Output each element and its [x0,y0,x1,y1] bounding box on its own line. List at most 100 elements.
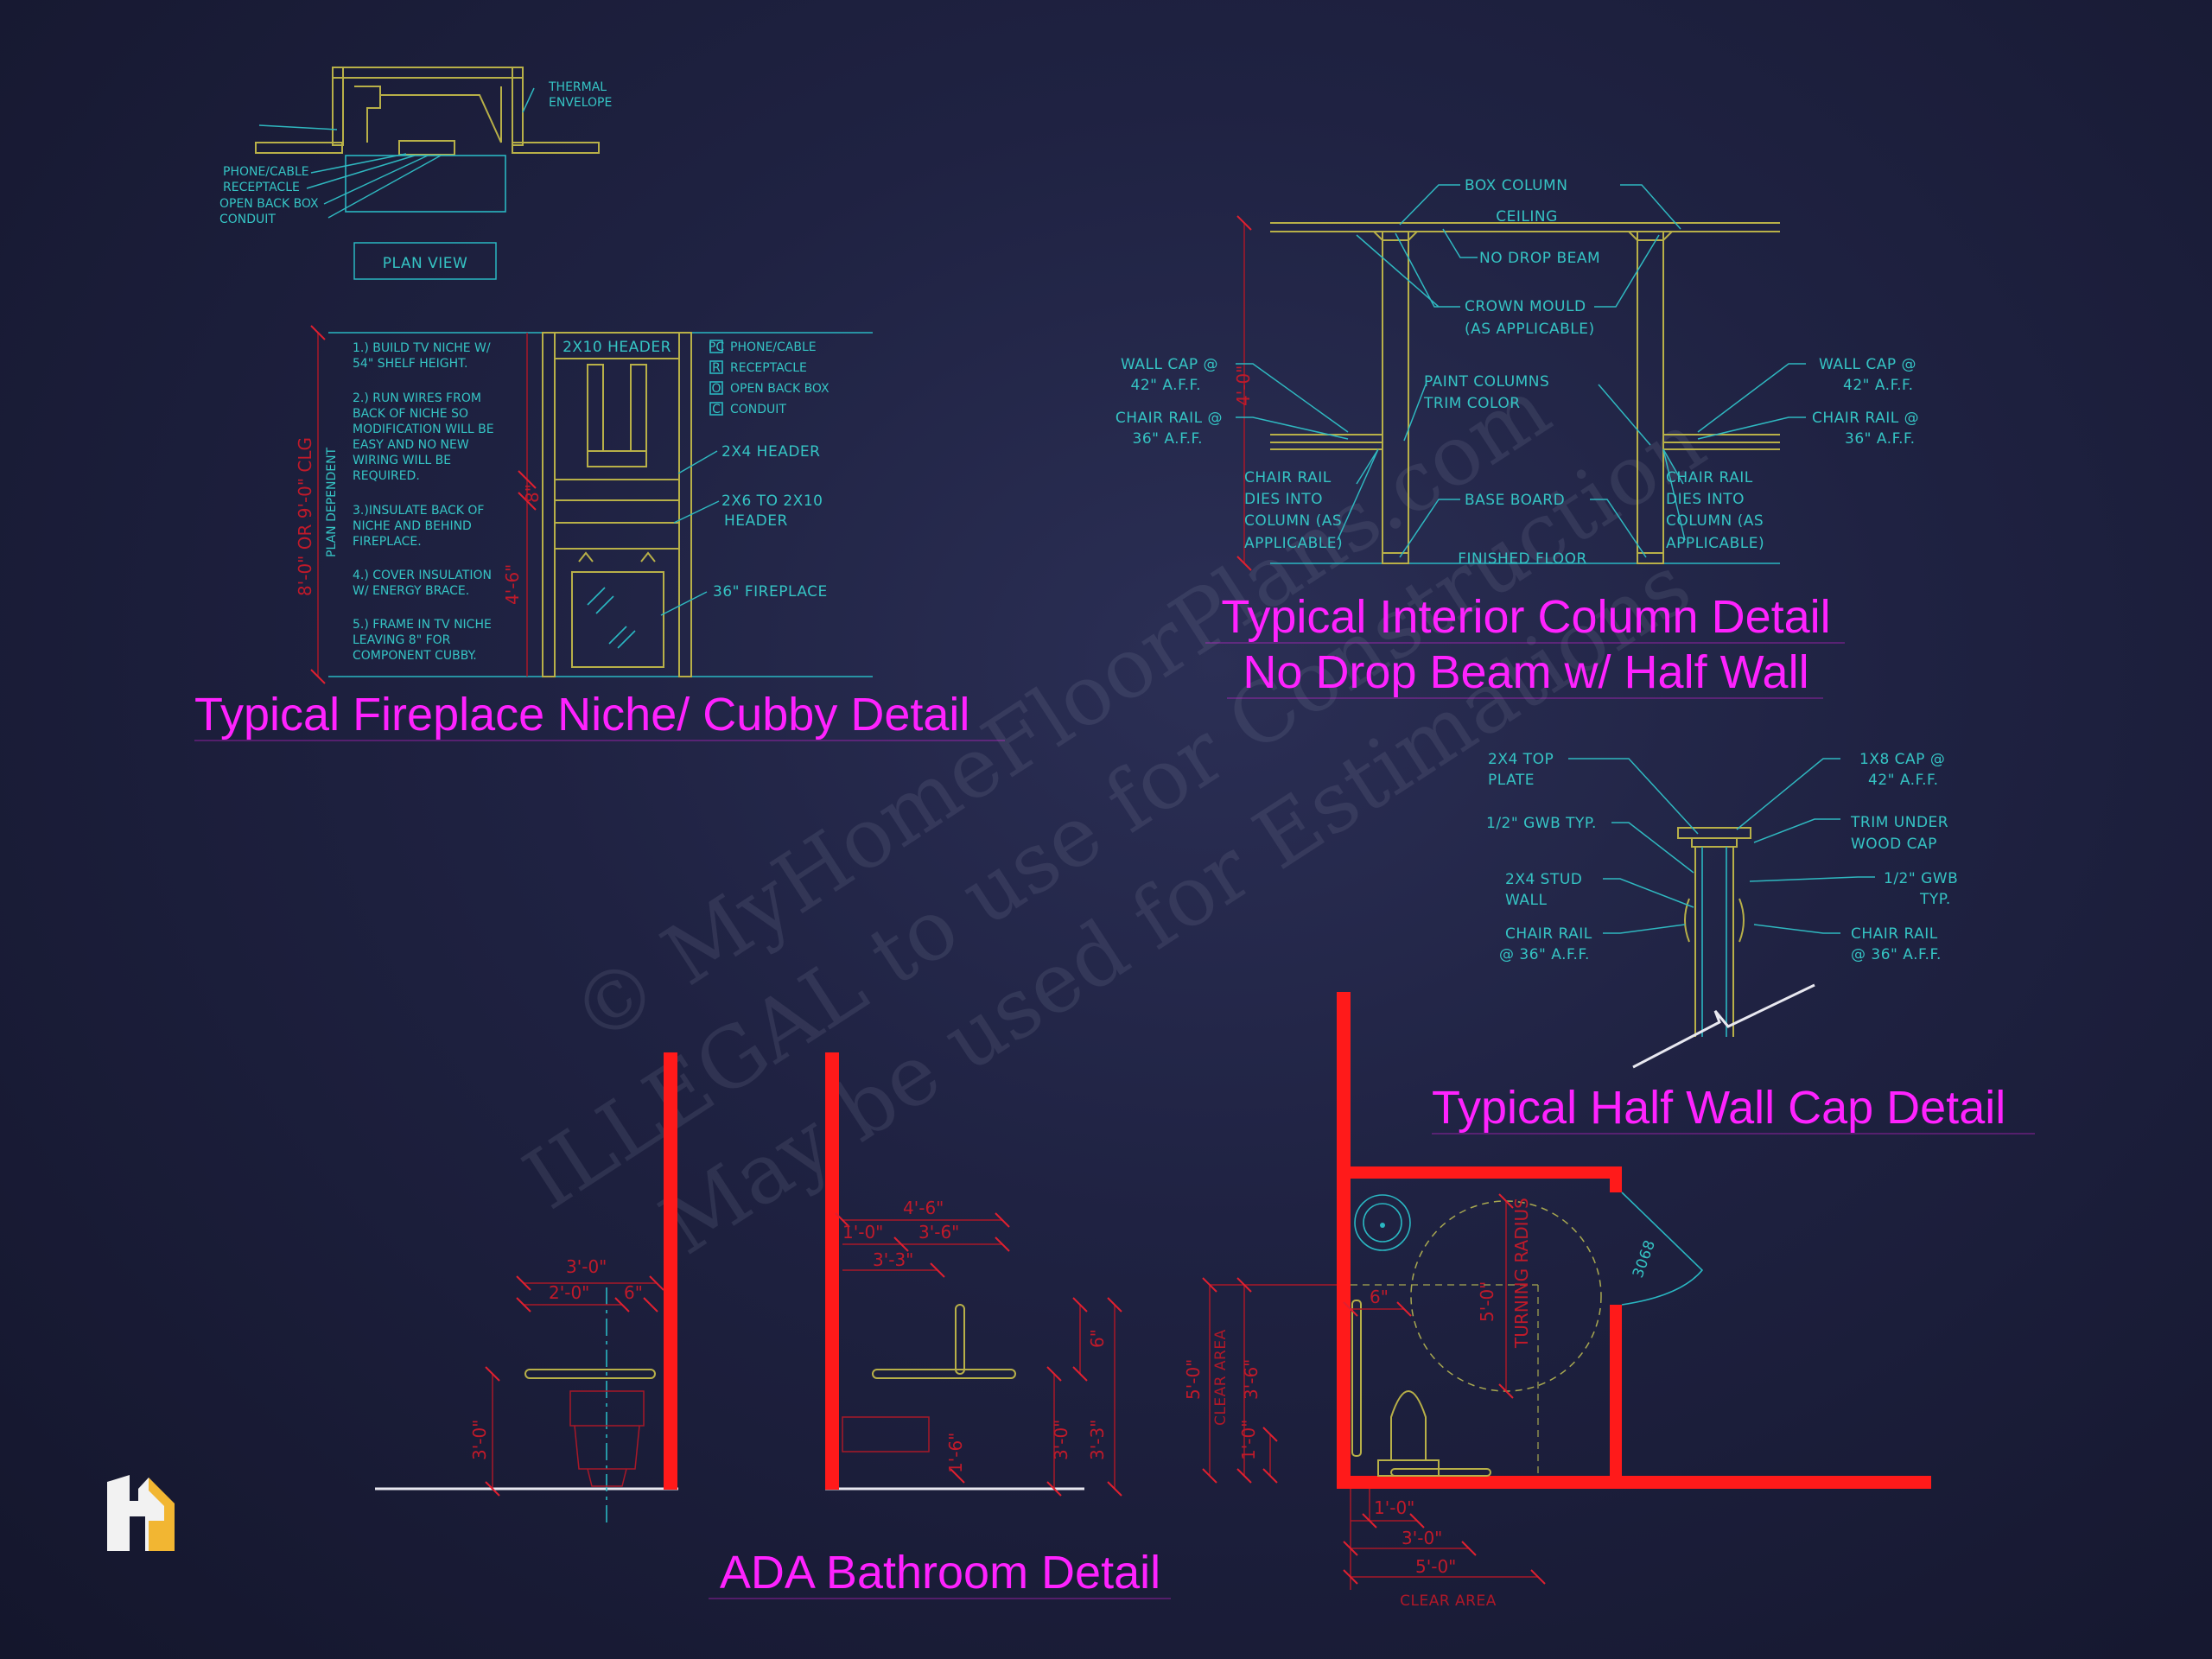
ada-elevation-2: 4'-6" 1'-0" 3'-6" 3'-3" 6" 3'-0" 3'-3" 1… [825,1052,1122,1497]
ada-plan: 3068 TURNING RADIUS 5'-0" 6" 5'-0" CL [1183,992,1931,1610]
ada-elevation-1: 3'-0" 2'-0" 6" 3'-0" [375,1052,678,1525]
fireplace-dim-height: 8'-0" OR 9'-0" CLG [295,437,315,596]
note-line: COMPONENT CUBBY. [353,649,477,663]
column-dim-4: 4'-0" [1233,365,1254,406]
crown-mould-label-2: (AS APPLICABLE) [1465,321,1595,338]
wall-cap-right-2: 42" A.F.F. [1843,377,1914,394]
note-line: FIREPLACE. [353,535,422,549]
stud-wall-label-2: WALL [1505,892,1547,909]
dies-left-4: APPLICABLE) [1244,535,1343,552]
ada-dim-6-a: 6" [624,1282,643,1303]
wall-cap-left-1: WALL CAP @ [1121,356,1218,373]
label-2x6-header-1: 2X6 TO 2X10 [721,493,823,510]
paint-columns-label-2: TRIM COLOR [1423,395,1521,412]
halfwall-title: Typical Half Wall Cap Detail [1432,1082,2005,1134]
fireplace-dim-4-6: 4'-6" [502,564,523,605]
ada-clear-area-horizontal: CLEAR AREA [1400,1592,1497,1610]
chair-rail-left-1: CHAIR RAIL @ [1116,410,1223,427]
note-line: NICHE AND BEHIND [353,519,472,533]
plan-label-phone: PHONE/CABLE [223,165,309,179]
note-line: REQUIRED. [353,469,420,483]
ada-dim-1-0-b: 1'-0" [1238,1420,1259,1460]
no-drop-beam-label: NO DROP BEAM [1479,250,1600,267]
ada-turning-radius: TURNING RADIUS [1511,1198,1532,1349]
note-line: LEAVING 8" FOR [353,633,451,647]
dies-left-3: COLUMN (AS [1244,512,1342,530]
dies-left-2: DIES INTO [1244,491,1323,508]
ada-dim-1-0-a: 1'-0" [842,1222,883,1243]
legend-receptacle: RECEPTACLE [730,361,807,375]
note-line: 4.) COVER INSULATION [353,569,492,582]
legend-code-receptacle: R [712,361,721,375]
trim-label-2: WOOD CAP [1851,836,1937,853]
chair-rail-left-hw-2: @ 36" A.F.F. [1499,946,1590,963]
plan-view-label: PLAN VIEW [383,255,468,272]
thermal-label-1: THERMAL [548,80,607,94]
ada-dim-3-3-b: 3'-3" [1087,1420,1108,1460]
ada-dim-3-0-b: 3'-0" [469,1420,490,1460]
column-detail: 4'-0" BOX COLUMN CEILING NO DROP BEAM CR… [1116,177,1919,699]
note-line: 2.) RUN WIRES FROM [353,391,481,405]
ada-dim-2-0: 2'-0" [549,1282,589,1303]
ada-title: ADA Bathroom Detail [720,1547,1160,1599]
ada-dim-5-0-b: 5'-0" [1183,1359,1204,1400]
gwb-left-label: 1/2" GWB TYP. [1486,815,1597,832]
dies-right-1: CHAIR RAIL [1666,469,1753,486]
column-title-2: No Drop Beam w/ Half Wall [1243,646,1808,698]
note-line: WIRING WILL BE [353,454,451,467]
thermal-label-2: ENVELOPE [549,96,612,110]
chair-rail-right-1: CHAIR RAIL @ [1812,410,1919,427]
paint-columns-label-1: PAINT COLUMNS [1424,373,1549,391]
dies-right-3: COLUMN (AS [1666,512,1764,530]
plan-label-conduit: CONDUIT [219,213,276,226]
top-plate-label-1: 2X4 TOP [1488,751,1554,768]
note-line: 3.)INSULATE BACK OF [353,504,484,518]
chair-rail-left-2: 36" A.F.F. [1133,430,1204,448]
crown-mould-label-1: CROWN MOULD [1465,298,1586,315]
label-2x6-header-2: HEADER [724,512,788,530]
plan-label-box: OPEN BACK BOX [219,197,319,211]
ada-dim-3-6-b: 3'-6" [1241,1359,1262,1400]
ada-clear-area-vertical: CLEAR AREA [1212,1329,1230,1426]
fireplace-dim-8: 8" [522,484,543,503]
ada-dim-1-6: 1'-6" [945,1433,966,1473]
header-2x10-label: 2X10 HEADER [563,339,671,356]
note-line: 5.) FRAME IN TV NICHE [353,618,492,632]
ada-dim-1-0-c: 1'-0" [1374,1497,1414,1518]
legend-conduit: CONDUIT [730,403,786,416]
dies-left-1: CHAIR RAIL [1244,469,1332,486]
ada-dim-3-6-a: 3'-6" [918,1222,959,1243]
label-fireplace: 36" FIREPLACE [713,583,828,601]
chair-rail-right-hw-2: @ 36" A.F.F. [1851,946,1942,963]
ceiling-label: CEILING [1496,208,1558,226]
cap-label-2: 42" A.F.F. [1868,772,1939,789]
ada-dim-4-6: 4'-6" [903,1198,944,1218]
ada-door-label: 3068 [1630,1237,1659,1280]
halfwall-detail: 2X4 TOP PLATE 1/2" GWB TYP. 2X4 STUD WAL… [1432,751,2035,1135]
stud-wall-label-1: 2X4 STUD [1505,871,1582,888]
ada-dim-3-0-d: 3'-0" [1402,1528,1442,1548]
gwb-right-label-2: TYP. [1919,891,1951,908]
ada-dim-3-0-c: 3'-0" [1051,1420,1071,1460]
note-line: BACK OF NICHE SO [353,407,468,421]
ada-dim-3-3-a: 3'-3" [873,1249,913,1270]
fireplace-legend: PC R O C PHONE/CABLE RECEPTACLE OPEN BAC… [709,340,830,416]
fireplace-title: Typical Fireplace Niche/ Cubby Detail [194,689,969,741]
chair-rail-right-2: 36" A.F.F. [1845,430,1916,448]
fireplace-notes: 1.) BUILD TV NICHE W/ 54" SHELF HEIGHT. … [353,341,494,663]
fireplace-elevation: 8" 4'-6" 8'-0" OR 9'-0" CLG PLAN DEPENDE… [295,325,873,684]
dies-right-2: DIES INTO [1666,491,1745,508]
ada-dim-3-0-a: 3'-0" [566,1256,607,1277]
legend-box: OPEN BACK BOX [730,382,830,396]
legend-phone: PHONE/CABLE [730,340,817,354]
note-line: W/ ENERGY BRACE. [353,584,469,598]
legend-code-phone: PC [709,340,724,354]
brand-logo [107,1475,175,1551]
cap-label-1: 1X8 CAP @ [1859,751,1945,768]
note-line: MODIFICATION WILL BE [353,423,494,436]
box-column-label: BOX COLUMN [1465,177,1567,194]
fireplace-plan-view: THERMAL ENVELOPE PHONE/CABLE RECEPTACLE … [219,67,612,280]
chair-rail-left-hw-1: CHAIR RAIL [1505,925,1592,943]
ada-dim-5-0: 5'-0" [1477,1281,1497,1322]
